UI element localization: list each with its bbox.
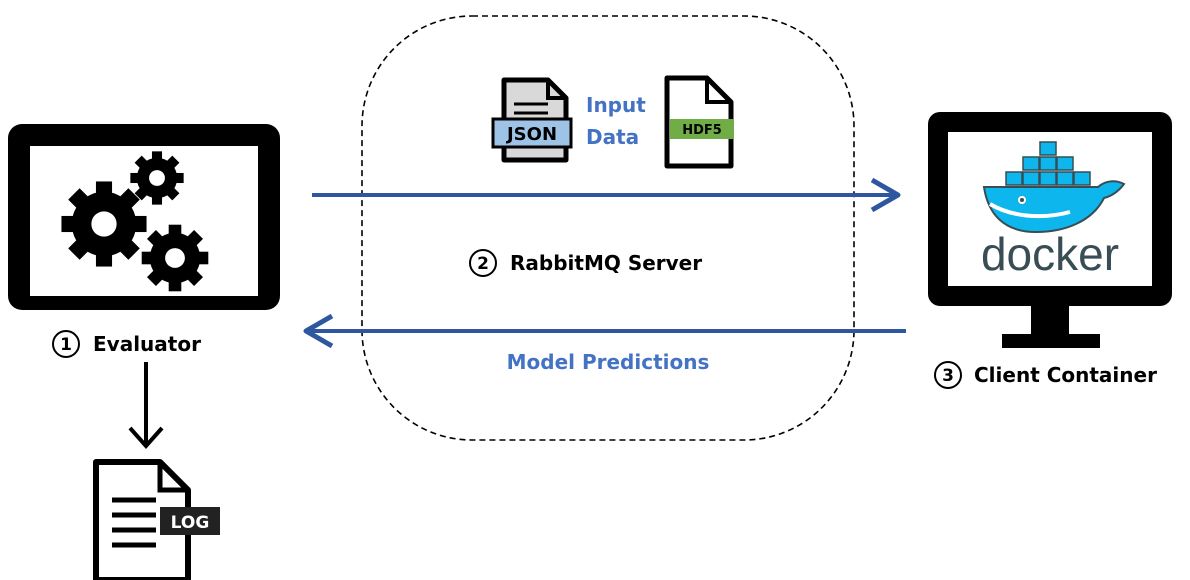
log-label: LOG <box>171 513 210 533</box>
log-file-icon: LOG <box>93 459 220 580</box>
data-label: Data <box>586 125 639 149</box>
step-1-badge <box>52 330 80 358</box>
step-2-badge <box>469 249 497 277</box>
input-data-arrow <box>312 177 901 213</box>
rabbitmq-label: RabbitMQ Server <box>510 251 702 275</box>
gears-icon <box>61 151 209 292</box>
hdf5-label: HDF5 <box>682 123 722 138</box>
model-predictions-arrow <box>303 313 906 349</box>
evaluator-label: Evaluator <box>93 332 201 356</box>
hdf5-file-icon: HDF5 <box>664 75 734 169</box>
json-label: JSON <box>505 124 557 145</box>
model-predictions-label: Model Predictions <box>507 350 710 374</box>
input-label: Input <box>586 93 646 117</box>
client-container-label: Client Container <box>974 363 1157 387</box>
log-arrow <box>128 362 164 450</box>
step-1-number: 1 <box>60 335 72 355</box>
step-3-badge <box>934 361 962 389</box>
docker-logo-icon: docker <box>981 141 1126 280</box>
step-3-number: 3 <box>942 366 954 386</box>
docker-wordmark: docker <box>981 228 1119 280</box>
json-file-icon: JSON <box>491 77 573 163</box>
step-2-number: 2 <box>477 254 489 274</box>
rabbitmq-server-boundary <box>361 15 855 441</box>
